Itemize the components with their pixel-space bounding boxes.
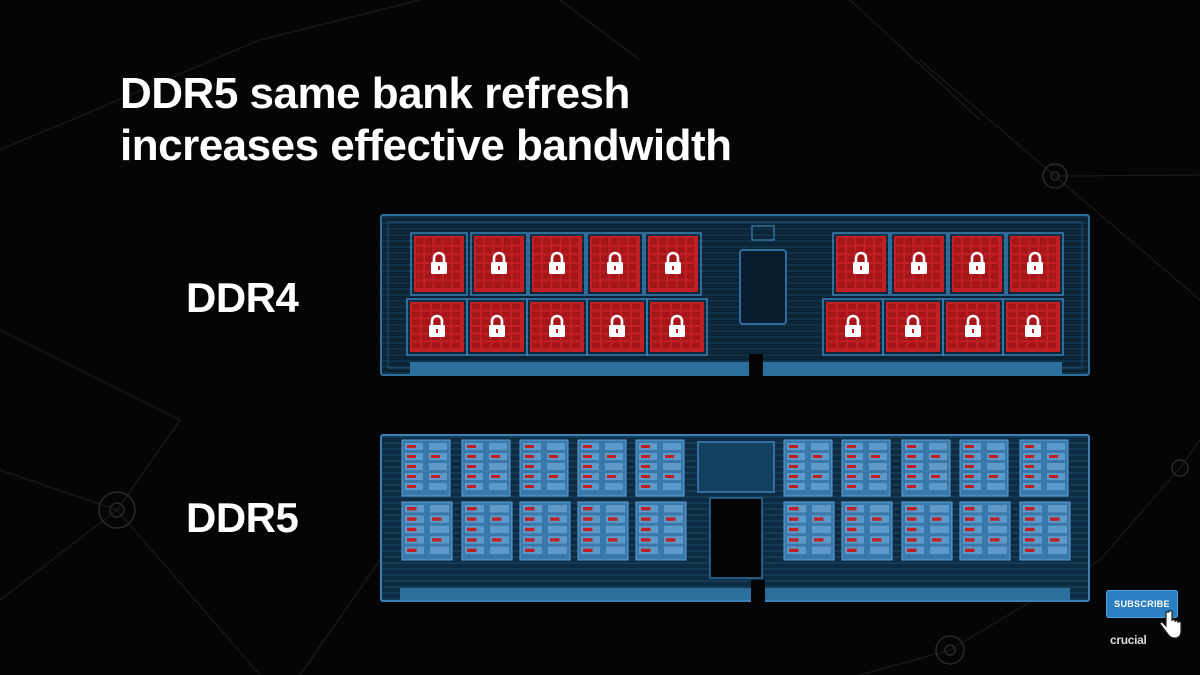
crucial-logo: crucial — [1110, 633, 1147, 647]
ddr4-memory-bank — [832, 232, 890, 296]
hand-cursor-icon — [1159, 610, 1182, 639]
ddr4-memory-bank — [890, 232, 948, 296]
ddr5-memory-bank — [401, 501, 453, 561]
ddr4-memory-bank — [646, 298, 708, 356]
ddr5-memory-bank — [959, 501, 1011, 561]
ddr4-memory-bank — [644, 232, 702, 296]
ddr4-memory-bank — [406, 298, 468, 356]
ddr4-memory-bank — [822, 298, 884, 356]
ddr5-memory-bank — [1019, 439, 1069, 497]
ddr5-memory-bank — [461, 501, 513, 561]
ddr5-memory-bank — [959, 439, 1009, 497]
ddr4-chip-grid — [406, 232, 1064, 356]
ddr4-memory-bank — [410, 232, 468, 296]
ddr5-memory-bank — [1019, 501, 1071, 561]
ddr5-memory-bank — [519, 439, 569, 497]
ddr5-memory-bank — [783, 501, 835, 561]
ddr5-memory-bank — [577, 439, 627, 497]
ddr4-memory-bank — [528, 232, 586, 296]
ddr4-module — [380, 214, 1090, 382]
ddr5-memory-bank — [841, 501, 893, 561]
ddr4-memory-bank — [586, 298, 648, 356]
ddr5-chip-grid — [401, 439, 1071, 561]
title-line-2: increases effective bandwidth — [120, 121, 732, 170]
ddr4-memory-bank — [1002, 298, 1064, 356]
ddr5-memory-bank — [783, 439, 833, 497]
ddr5-memory-bank — [635, 501, 687, 561]
ddr5-memory-bank — [401, 439, 451, 497]
ddr5-memory-bank — [577, 501, 629, 561]
ddr5-memory-bank — [461, 439, 511, 497]
ddr4-memory-bank — [526, 298, 588, 356]
ddr5-memory-bank — [519, 501, 571, 561]
ddr4-memory-bank — [470, 232, 528, 296]
page-title: DDR5 same bank refresh increases effecti… — [120, 68, 732, 172]
ddr5-memory-bank — [901, 439, 951, 497]
ddr5-module — [380, 434, 1090, 606]
ddr5-memory-bank — [635, 439, 685, 497]
ddr5-memory-bank — [841, 439, 891, 497]
ddr5-label: DDR5 — [186, 494, 299, 541]
ddr4-memory-bank — [882, 298, 944, 356]
ddr5-memory-bank — [901, 501, 953, 561]
ddr4-memory-bank — [466, 298, 528, 356]
ddr4-memory-bank — [586, 232, 644, 296]
ddr4-label: DDR4 — [186, 274, 299, 321]
title-line-1: DDR5 same bank refresh — [120, 69, 630, 118]
ddr4-memory-bank — [948, 232, 1006, 296]
ddr4-memory-bank — [942, 298, 1004, 356]
ddr4-memory-bank — [1006, 232, 1064, 296]
